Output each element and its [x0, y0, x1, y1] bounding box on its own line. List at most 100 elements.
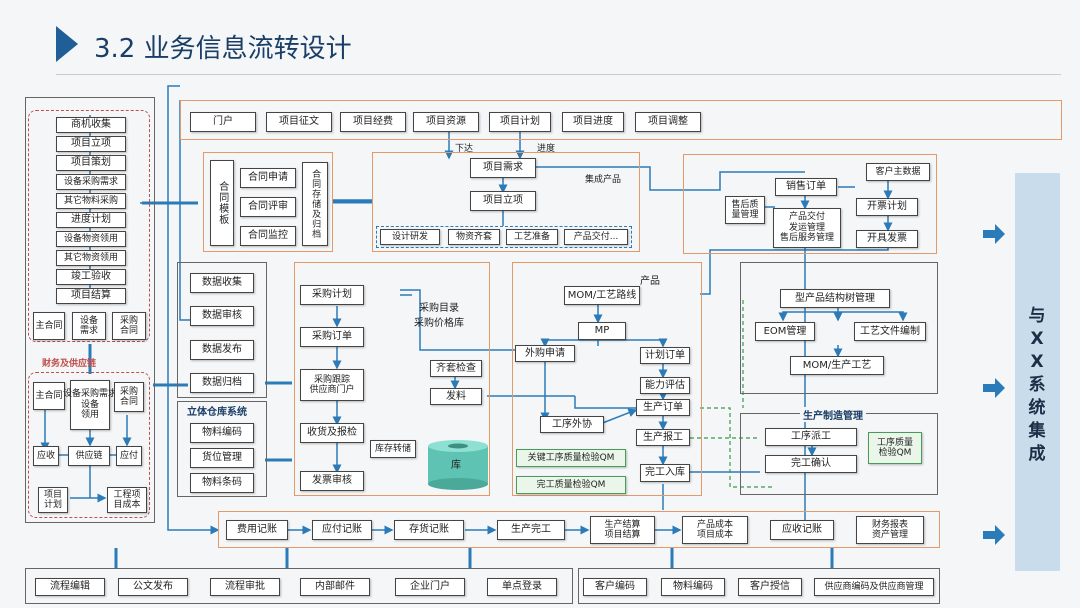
material-barcode[interactable]: 物料条码 — [190, 473, 254, 493]
capacity-eval[interactable]: 能力评估 — [640, 377, 690, 394]
left-item-other-use[interactable]: 其它物资领用 — [56, 250, 126, 266]
left-item-schedule[interactable]: 进度计划 — [56, 212, 126, 228]
top-item-portal[interactable]: 门户 — [190, 112, 256, 132]
invoice-plan[interactable]: 开票计划 — [856, 198, 918, 216]
contract-monitor[interactable]: 合同监控 — [240, 226, 296, 246]
receive-inspect[interactable]: 收货及报检 — [300, 423, 364, 443]
bottom-flow-edit[interactable]: 流程编辑 — [35, 578, 105, 596]
purchase-order[interactable]: 采购订单 — [300, 327, 364, 347]
bottom-portal[interactable]: 企业门户 — [395, 578, 465, 596]
left-project-cost[interactable]: 工程项 目成本 — [107, 487, 147, 513]
bottom-supplier-mgmt[interactable]: 供应商编码及供应商管理 — [814, 578, 934, 596]
purchase-plan[interactable]: 采购计划 — [300, 285, 364, 305]
top-item-progress[interactable]: 项目进度 — [562, 112, 624, 132]
final-qc[interactable]: 完工质量检验QM — [516, 476, 626, 494]
contract-apply[interactable]: 合同申请 — [240, 168, 296, 188]
left-receivable[interactable]: 应收 — [33, 446, 59, 466]
process-qc[interactable]: 工序质量 检验QM — [868, 432, 922, 464]
left-item-equip-use[interactable]: 设备物资领用 — [56, 231, 126, 247]
contract-review[interactable]: 合同评审 — [240, 197, 296, 217]
outsource-apply[interactable]: 外购申请 — [515, 345, 575, 362]
project-setup[interactable]: 项目立项 — [470, 191, 536, 211]
key-process-qc[interactable]: 关键工序质量检验QM — [516, 449, 626, 467]
data-publish[interactable]: 数据发布 — [190, 340, 254, 360]
process-docs[interactable]: 工艺文件编制 — [854, 322, 926, 341]
sub-process[interactable]: 工艺准备 — [506, 229, 558, 245]
customer-master[interactable]: 客户主数据 — [866, 163, 930, 181]
left-list-group — [28, 110, 150, 342]
product-delivery[interactable]: 产品交付 发运管理 售后服务管理 — [773, 208, 841, 248]
prod-report[interactable]: 生产报工 — [636, 429, 690, 446]
location-mgmt[interactable]: 货位管理 — [190, 448, 254, 468]
contract-storage[interactable]: 合同存储及归档 — [302, 162, 328, 246]
left-item-opportunity[interactable]: 商机收集 — [56, 117, 126, 133]
fin-receivable[interactable]: 应收记账 — [770, 520, 834, 540]
left-item-other-purchase[interactable]: 其它物料采购 — [56, 193, 126, 209]
issue-invoice[interactable]: 开具发票 — [856, 230, 918, 248]
sub-delivery[interactable]: 产品交付... — [564, 229, 628, 245]
fin-settlement[interactable]: 生产结算 项目结算 — [590, 516, 655, 544]
left-payable[interactable]: 应付 — [116, 446, 142, 466]
stock-transfer[interactable]: 库存转储 — [370, 440, 416, 458]
prod-order[interactable]: 生产订单 — [636, 399, 690, 416]
finance-frame — [218, 511, 940, 548]
left-item-equip-demand[interactable]: 设备采购需求 — [56, 174, 126, 190]
bottom-mail[interactable]: 内部邮件 — [300, 578, 370, 596]
left-supply-chain[interactable]: 供应链 — [68, 446, 110, 466]
bottom-sso[interactable]: 单点登录 — [487, 578, 557, 596]
finish-warehouse-in[interactable]: 完工入库 — [640, 464, 690, 482]
top-item-solicit[interactable]: 项目征文 — [266, 112, 332, 132]
project-demand[interactable]: 项目需求 — [470, 158, 536, 178]
plan-order[interactable]: 计划订单 — [640, 347, 690, 364]
fin-inventory[interactable]: 存货记账 — [394, 520, 464, 540]
contract-template[interactable]: 合同模板 — [210, 160, 234, 246]
bottom-customer-code[interactable]: 客户编码 — [583, 578, 647, 596]
product-tree-mgmt[interactable]: 型产品结构树管理 — [780, 289, 890, 308]
top-item-adjust[interactable]: 项目调整 — [635, 112, 701, 132]
purchase-tracking[interactable]: 采购跟踪 供应商门户 — [300, 369, 364, 401]
data-archive[interactable]: 数据归档 — [190, 373, 254, 393]
data-collect[interactable]: 数据收集 — [190, 273, 254, 293]
left-project-plan[interactable]: 项目 计划 — [38, 487, 68, 513]
sales-order[interactable]: 销售订单 — [775, 178, 837, 196]
fin-cost[interactable]: 产品成本 项目成本 — [682, 516, 748, 544]
finance-group — [28, 372, 150, 518]
bottom-material-code[interactable]: 物料编码 — [661, 578, 725, 596]
sub-materials[interactable]: 物资齐套 — [448, 229, 500, 245]
bottom-customer-credit[interactable]: 客户授信 — [738, 578, 802, 596]
process-dispatch[interactable]: 工序派工 — [765, 428, 857, 446]
kit-check[interactable]: 齐套检查 — [430, 360, 482, 377]
eom-mgmt[interactable]: EOM管理 — [755, 322, 815, 341]
left-item-setup[interactable]: 项目立项 — [56, 136, 126, 152]
fin-expense[interactable]: 费用记账 — [226, 520, 288, 540]
top-item-plan[interactable]: 项目计划 — [489, 112, 551, 132]
left2-purchase-contract[interactable]: 采购 合同 — [114, 382, 144, 412]
data-review[interactable]: 数据审核 — [190, 306, 254, 326]
left-purchase-contract[interactable]: 采购 合同 — [112, 312, 146, 340]
after-sales-quality[interactable]: 售后质 量管理 — [725, 196, 765, 224]
outsource-proc[interactable]: 工序外协 — [540, 416, 604, 433]
mom-mp[interactable]: MP — [578, 322, 626, 340]
left2-equip[interactable]: 设备采购需求 设备 领用 — [63, 380, 117, 430]
left-item-planning[interactable]: 项目策划 — [56, 155, 126, 171]
mom-route[interactable]: MOM/工艺路线 — [564, 286, 640, 305]
material-code[interactable]: 物料编码 — [190, 423, 254, 443]
project-subs-group — [376, 226, 632, 248]
left-item-acceptance[interactable]: 竣工验收 — [56, 269, 126, 285]
top-item-funds[interactable]: 项目经费 — [340, 112, 406, 132]
left-equip-demand[interactable]: 设备 需求 — [72, 312, 106, 340]
sub-design[interactable]: 设计研发 — [380, 229, 440, 245]
fin-prod-complete[interactable]: 生产完工 — [497, 520, 565, 540]
fin-payable[interactable]: 应付记账 — [312, 520, 372, 540]
left-main-contract[interactable]: 主合同 — [33, 312, 65, 340]
mom-prod-process[interactable]: MOM/生产工艺 — [790, 356, 884, 375]
material-out[interactable]: 发料 — [430, 388, 482, 405]
bottom-flow-approve[interactable]: 流程审批 — [210, 578, 280, 596]
left-item-settlement[interactable]: 项目结算 — [56, 288, 126, 304]
finish-confirm[interactable]: 完工确认 — [765, 455, 857, 473]
left2-main-contract[interactable]: 主合同 — [33, 382, 65, 410]
fin-report[interactable]: 财务报表 资产管理 — [856, 516, 924, 544]
top-item-resource[interactable]: 项目资源 — [413, 112, 479, 132]
invoice-audit[interactable]: 发票审核 — [300, 471, 364, 491]
bottom-doc-publish[interactable]: 公文发布 — [118, 578, 188, 596]
